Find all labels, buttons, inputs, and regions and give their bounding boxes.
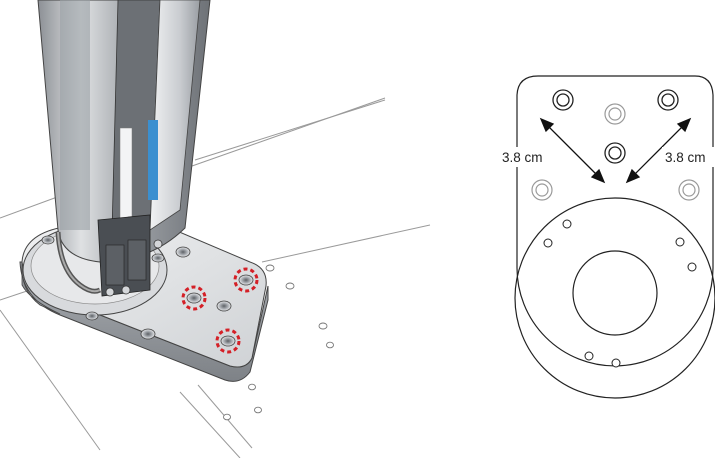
highlighted-hole-2	[233, 267, 259, 293]
center-bore	[572, 250, 658, 336]
highlighted-hole-1	[181, 285, 207, 311]
dimension-arrows	[539, 117, 692, 184]
unused-mount-holes	[531, 103, 700, 201]
flange-small-holes	[543, 219, 697, 368]
perspective-illustration	[0, 0, 431, 458]
flange-screws	[41, 235, 165, 321]
blue-strip	[148, 120, 158, 200]
base-plate-front	[21, 261, 61, 315]
left-spacing-label: 3.8 cm	[502, 150, 543, 165]
linear-axis-column	[37, 0, 211, 297]
table-surface-lines	[0, 97, 431, 458]
right-spacing-label: 3.8 cm	[665, 150, 706, 165]
plate-holes	[140, 246, 232, 340]
top-view-drawing: 3.8 cm 3.8 cm	[498, 75, 715, 399]
highlighted-hole-3	[215, 328, 241, 354]
flange-outline	[514, 197, 715, 399]
table-holes	[223, 264, 334, 421]
mount-holes	[552, 89, 679, 164]
